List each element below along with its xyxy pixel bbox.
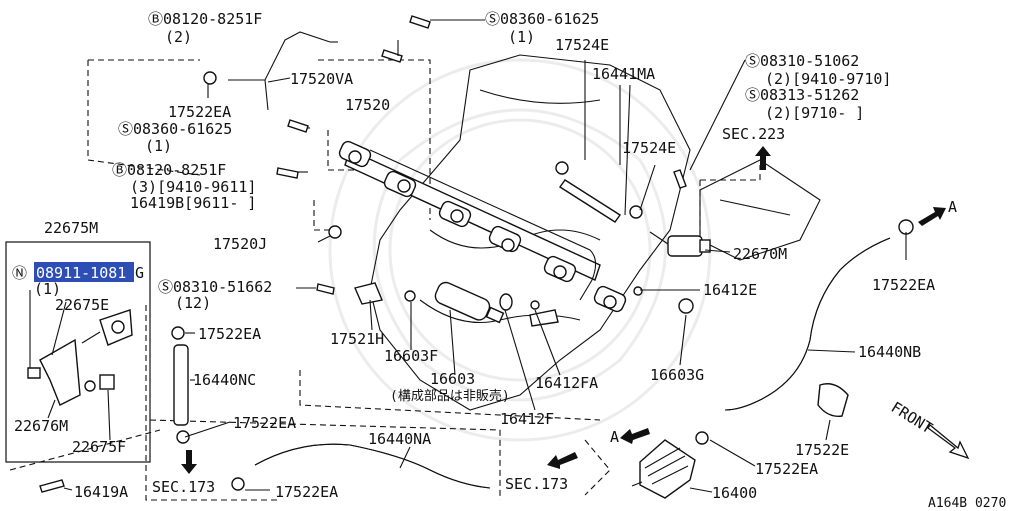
label-16441ma: 16441MA	[592, 65, 655, 83]
label-16412f: 16412F	[500, 410, 554, 428]
label-front: FRONT	[888, 398, 936, 437]
label-b-08120-8251f-top: Ⓑ08120-8251F	[148, 10, 262, 28]
label-17522ea-mid: 17522EA	[198, 325, 261, 343]
label-arrow-a-bottom: A	[610, 428, 619, 446]
label-s-08313-51262-qty: (2)[9710- ]	[765, 104, 864, 122]
label-17522ea-top: 17522EA	[168, 103, 231, 121]
label-s-08310-51662-qty: (12)	[175, 294, 211, 312]
label-16419a: 16419A	[74, 483, 128, 501]
label-16603: 16603	[430, 370, 475, 388]
seal-16603g	[678, 298, 694, 314]
label-s-08360-61625-mid-qty: (1)	[145, 137, 172, 155]
label-sec173-mid: SEC.173	[505, 475, 568, 493]
label-17520va: 17520VA	[290, 70, 353, 88]
highlight-08911-1081	[34, 262, 134, 282]
hose-16440nb	[724, 237, 891, 411]
label-22676m: 22676M	[14, 417, 68, 435]
label-16440nb: 16440NB	[858, 343, 921, 361]
label-22675e: 22675E	[55, 296, 109, 314]
hose-16440nc	[173, 344, 189, 426]
label-n-08911-1081-qty: (1)	[34, 280, 61, 298]
label-n-08911-1081-suffix: G	[135, 264, 144, 282]
inset-box	[5, 241, 151, 463]
leader-lines	[29, 19, 907, 493]
direction-arrows	[181, 146, 970, 474]
label-s-08360-61625-top-qty: (1)	[508, 28, 535, 46]
front-arrow-icon	[927, 424, 970, 460]
hose-clamps	[171, 71, 914, 491]
label-16440nc: 16440NC	[193, 371, 256, 389]
pressure-regulator-22670m	[649, 231, 711, 257]
label-s-08360-61625-top: Ⓢ08360-61625	[485, 10, 599, 28]
label-figure-code: A164B 0270	[928, 496, 1006, 511]
label-17522ea-bottom: 17522EA	[275, 483, 338, 501]
label-17524e-top: 17524E	[555, 36, 609, 54]
label-22675f: 22675F	[72, 438, 126, 456]
label-17522ea-bottom-right: 17522EA	[755, 460, 818, 478]
label-22670m: 22670M	[733, 245, 787, 263]
part-labels: Ⓑ08120-8251F (2) Ⓢ08360-61625 (1) 17524E…	[12, 10, 1006, 511]
inset-bracket-assembly	[27, 309, 133, 406]
label-s-08310-51062: Ⓢ08310-51062	[745, 52, 859, 70]
label-arrow-a-top: A	[948, 198, 957, 216]
o-ring-16412fa	[530, 300, 540, 310]
label-22675m: 22675M	[44, 219, 98, 237]
label-s-08360-61625-mid: Ⓢ08360-61625	[118, 120, 232, 138]
label-16440na: 16440NA	[368, 430, 431, 448]
label-16412fa: 16412FA	[535, 374, 598, 392]
label-17522ea-right: 17522EA	[872, 276, 935, 294]
label-17522ea-lower: 17522EA	[233, 414, 296, 432]
label-17522e: 17522E	[795, 441, 849, 459]
label-16603-note: (構成部品は非販売)	[390, 388, 510, 404]
label-s-08310-51662: Ⓢ08310-51662	[158, 278, 272, 296]
bolts	[39, 15, 687, 493]
label-s-08313-51262: Ⓢ08313-51262	[745, 86, 859, 104]
label-n-circle: Ⓝ	[12, 264, 27, 282]
label-17520: 17520	[345, 96, 390, 114]
injector-16603	[404, 281, 559, 327]
label-b-08120-8251f-top-qty: (2)	[165, 28, 192, 46]
label-s-08310-51062-qty: (2)[9410-9710]	[765, 70, 891, 88]
label-17521h: 17521H	[330, 330, 384, 348]
fuel-pipe-17520va	[228, 31, 331, 81]
clip-17522e	[817, 383, 849, 417]
label-sec173-left: SEC.173	[152, 478, 215, 496]
label-n-08911-1081: 08911-1081	[36, 264, 126, 282]
fuel-tube-16441ma	[559, 179, 621, 223]
label-16419b: 16419B[9611- ]	[130, 194, 256, 212]
label-17520j: 17520J	[213, 235, 267, 253]
label-b-08120-8251f-mid-qty: (3)[9410-9611]	[130, 178, 256, 196]
dashed-callout-lines	[9, 59, 761, 501]
seal-17520j	[328, 225, 342, 239]
label-17524e-right: 17524E	[622, 139, 676, 157]
label-16400: 16400	[712, 484, 757, 502]
label-16412e: 16412E	[703, 281, 757, 299]
fuel-filter-16400	[631, 439, 696, 499]
label-16603f: 16603F	[384, 347, 438, 365]
fuel-pipe-17520va-branch	[264, 79, 269, 111]
label-sec223: SEC.223	[722, 125, 785, 143]
label-16603g: 16603G	[650, 366, 704, 384]
fuel-rail-17520	[338, 140, 627, 313]
label-b-08120-8251f-mid: Ⓑ08120-8251F	[112, 161, 226, 179]
o-ring-16412e	[633, 286, 643, 296]
clamp-17521h	[354, 282, 383, 305]
